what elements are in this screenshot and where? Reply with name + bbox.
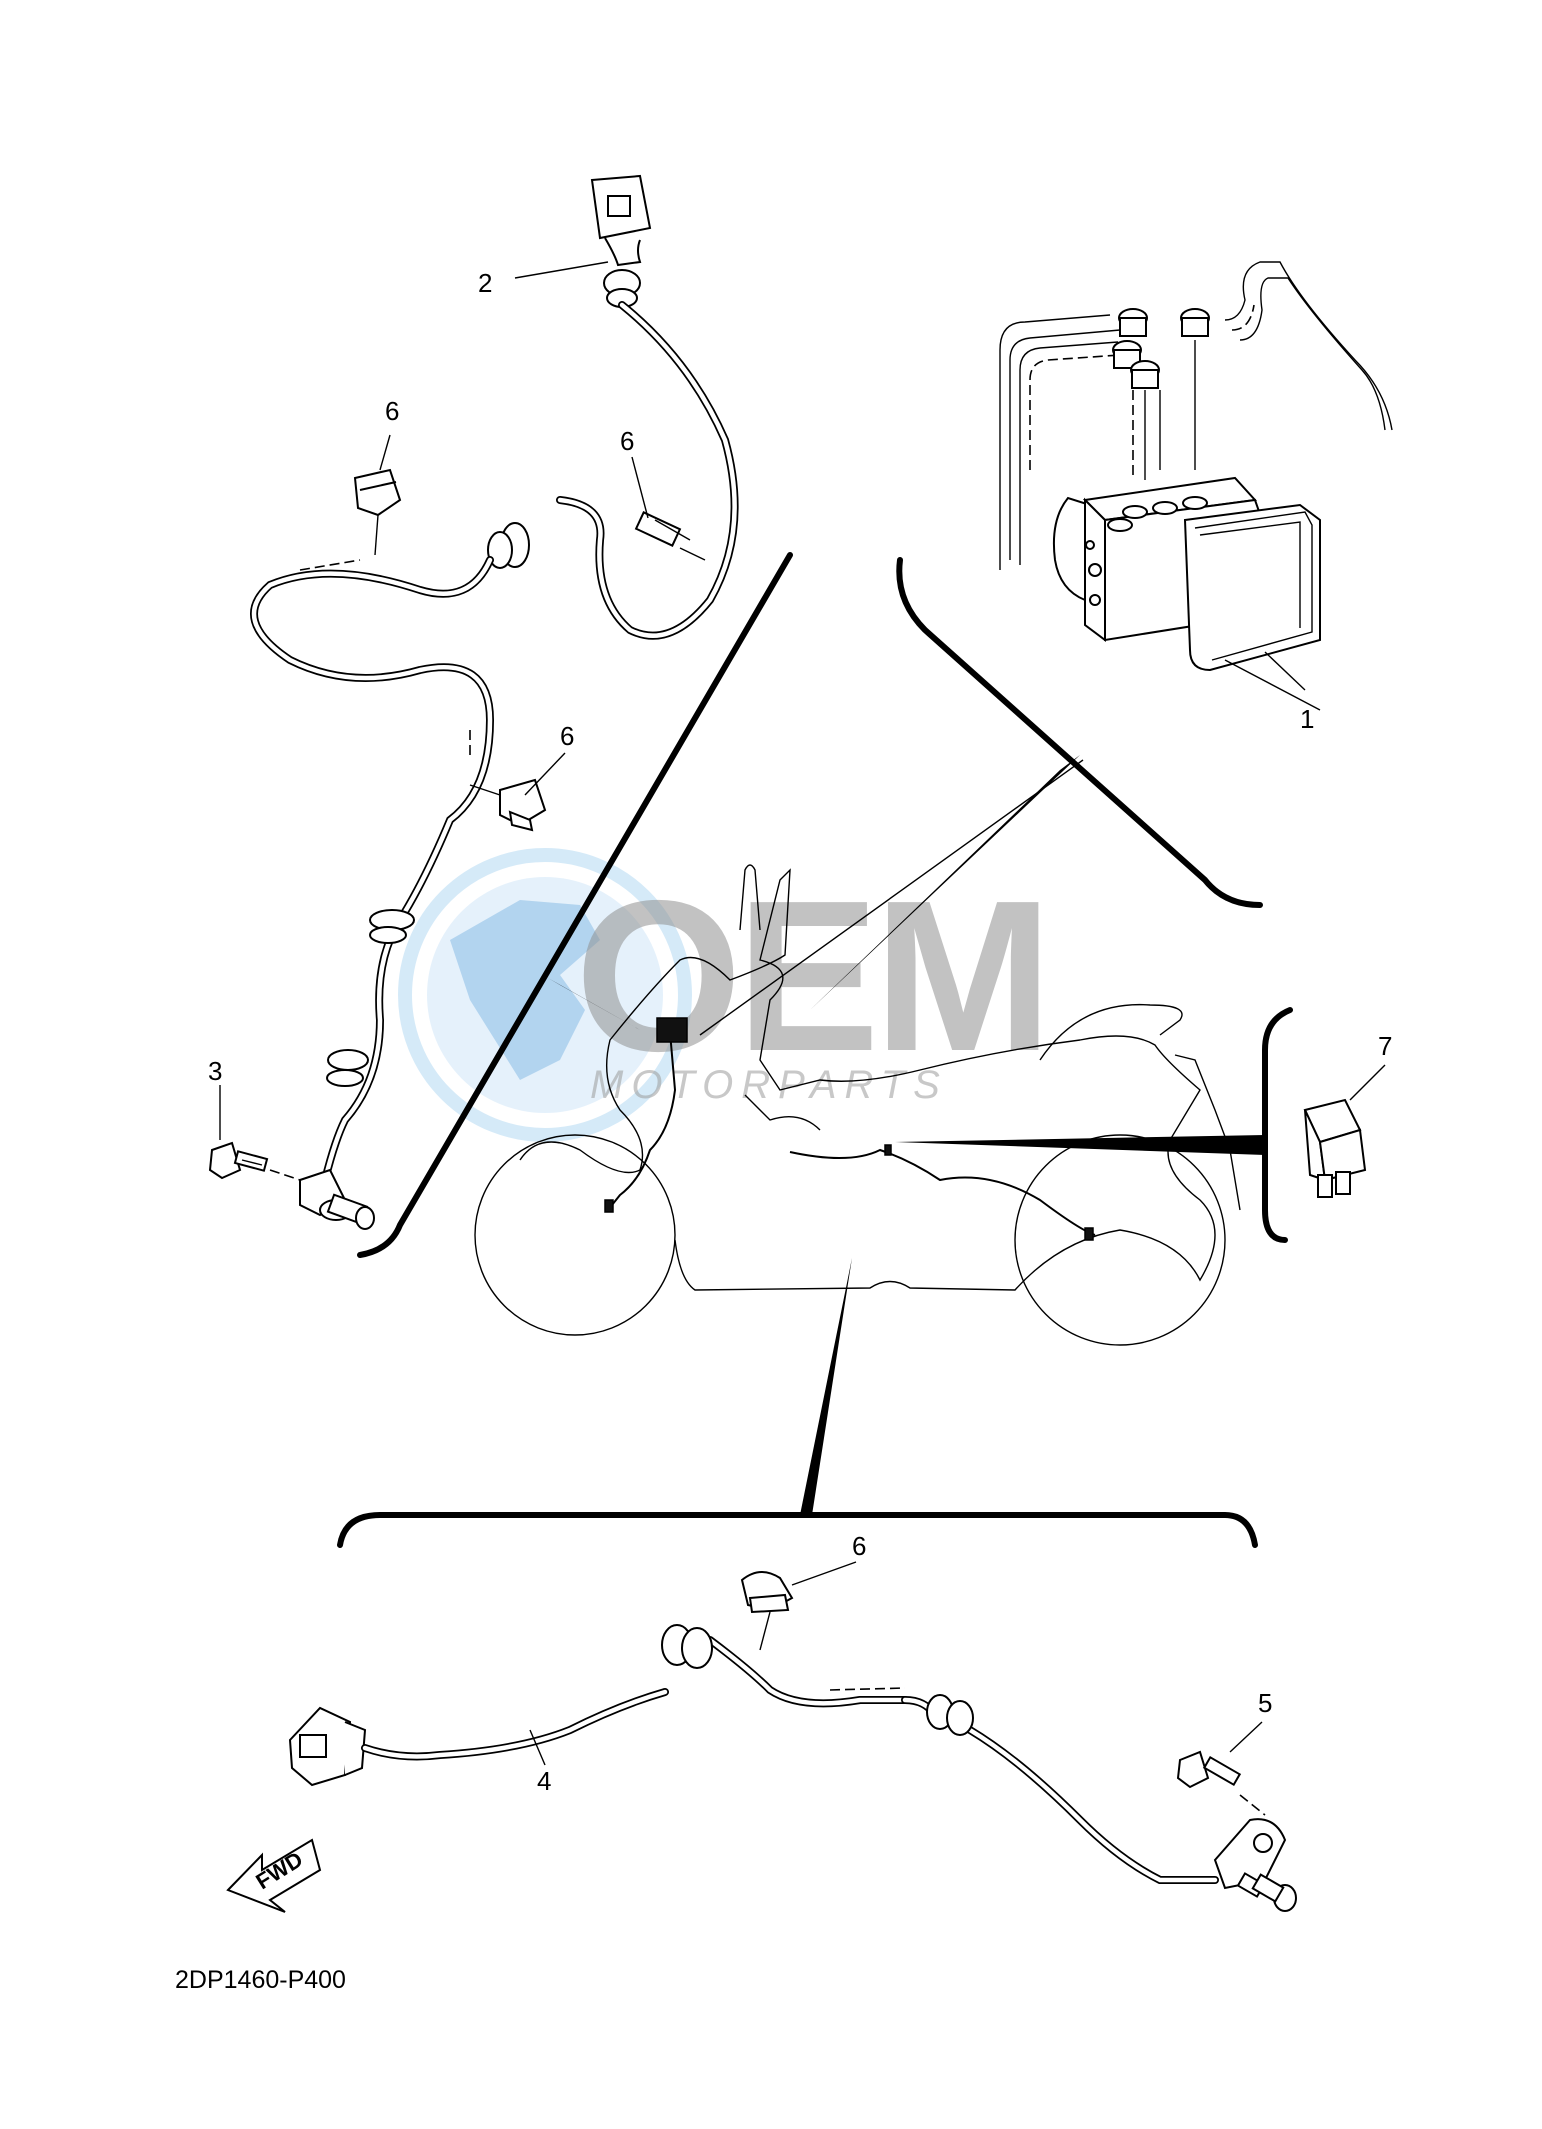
callout-5: 5 bbox=[1258, 1688, 1272, 1718]
bike-front-fork bbox=[744, 1094, 821, 1131]
hydraulic-group-bracket bbox=[896, 557, 1263, 908]
callout-6-bottom: 6 bbox=[852, 1531, 866, 1561]
connector-group-bracket bbox=[1262, 1007, 1293, 1243]
callout-6-middle: 6 bbox=[560, 721, 574, 751]
clip-part-6-upper-right bbox=[634, 511, 706, 561]
pipe-fittings bbox=[1112, 308, 1210, 480]
bike-harness-rear bbox=[789, 1148, 1096, 1236]
front-wheel-sensor bbox=[299, 1168, 375, 1230]
callout-6-top-left: 6 bbox=[385, 396, 399, 426]
clip-part-6-top-left bbox=[353, 468, 402, 556]
callout-1: 1 bbox=[1300, 704, 1314, 734]
rear-wheel-sensor-group bbox=[288, 1258, 1297, 1912]
callout-3: 3 bbox=[208, 1056, 222, 1086]
abs-hydraulic-unit-part-1 bbox=[1052, 476, 1321, 711]
rear-wheel-sensor bbox=[1213, 1818, 1297, 1912]
callout-2: 2 bbox=[478, 268, 492, 298]
watermark: OEM MOTORPARTS bbox=[398, 848, 1053, 1142]
leader-lines bbox=[219, 261, 1386, 1766]
bike-tail bbox=[1039, 1003, 1183, 1061]
front-group-bracket bbox=[357, 552, 793, 1258]
diagram-code: 2DP1460-P400 bbox=[175, 1966, 346, 1994]
callout-4: 4 bbox=[537, 1766, 551, 1796]
watermark-globe-ring bbox=[398, 848, 692, 1142]
bike-body bbox=[519, 868, 1216, 1291]
rear-group-bracket bbox=[337, 1512, 1258, 1548]
hydraulic-group-pointer bbox=[810, 755, 1080, 1010]
hydraulic-unit-group bbox=[699, 261, 1393, 1036]
front-sensor-lead-loop bbox=[250, 556, 495, 1184]
callout-6-upper-right: 6 bbox=[620, 426, 634, 456]
connector-group-pointer bbox=[895, 1135, 1265, 1155]
motorcycle-outline bbox=[474, 864, 1241, 1346]
clip-part-6-middle bbox=[469, 778, 547, 832]
brake-pipes bbox=[999, 261, 1393, 570]
callouts: 1 2 3 4 5 6 6 6 6 7 bbox=[208, 268, 1392, 1796]
rear-group-pointer bbox=[800, 1258, 852, 1515]
connector-part-7 bbox=[1303, 1098, 1367, 1198]
lead-hidden-segment-1 bbox=[299, 559, 361, 571]
front-sensor-lead-upper bbox=[556, 301, 739, 640]
rear-sensor-connector bbox=[288, 1706, 367, 1787]
callout-7: 7 bbox=[1378, 1031, 1392, 1061]
front-group-pointer bbox=[548, 978, 640, 1030]
connector-group-part-7 bbox=[895, 1007, 1367, 1243]
rear-lead-grommets bbox=[661, 1624, 974, 1736]
watermark-subtitle: MOTORPARTS bbox=[590, 1063, 948, 1107]
grommet-upper bbox=[487, 522, 530, 569]
connector-part-2 bbox=[590, 174, 652, 308]
bolt-part-5 bbox=[1176, 1750, 1266, 1816]
fwd-direction-arrow: FWD bbox=[226, 1838, 322, 1913]
bike-harness-front bbox=[611, 1031, 677, 1206]
front-wheel-sensor-group bbox=[208, 174, 793, 1258]
clip-part-6-bottom bbox=[740, 1571, 794, 1651]
rear-wheel bbox=[1014, 1134, 1226, 1346]
front-wheel bbox=[474, 1134, 676, 1336]
bike-hydraulic-unit-location bbox=[656, 1017, 688, 1043]
watermark-brand: OEM bbox=[575, 855, 1047, 1096]
bolt-part-3 bbox=[208, 1141, 301, 1181]
grommets-lower bbox=[326, 909, 415, 1087]
